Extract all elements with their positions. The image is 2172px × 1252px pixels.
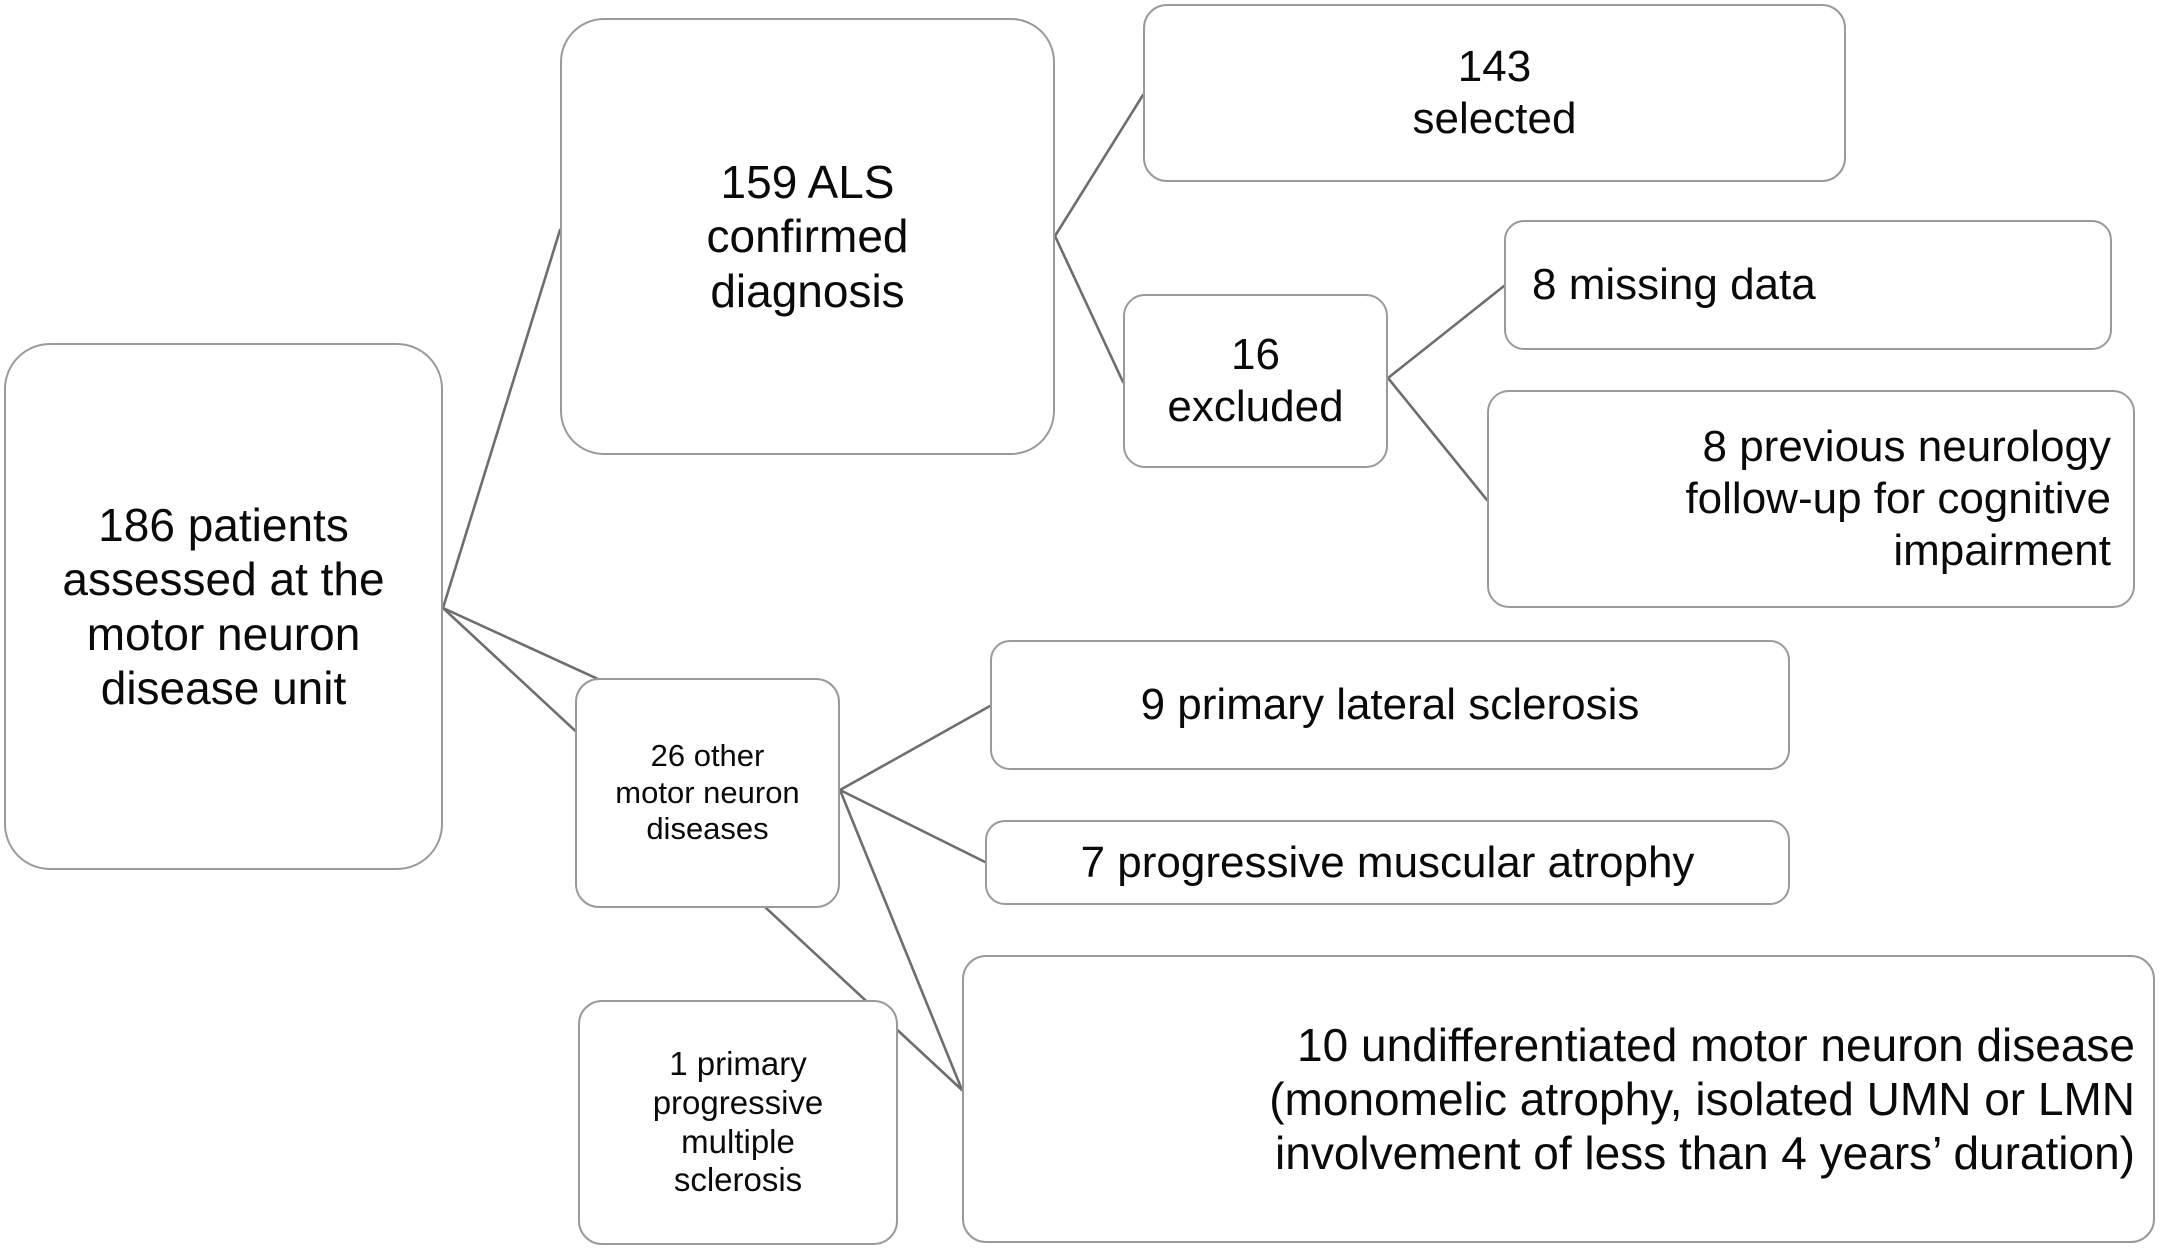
- edge-excluded-to-missing: [1386, 284, 1506, 380]
- node-undifferentiated-motor-neuron-disease[interactable]: 10 undifferentiated motor neuron disease…: [962, 955, 2155, 1243]
- node-progressive-muscular-atrophy-label: 7 progressive muscular atrophy: [1080, 837, 1695, 887]
- node-excluded[interactable]: 16 excluded: [1123, 294, 1388, 468]
- node-primary-lateral-sclerosis[interactable]: 9 primary lateral sclerosis: [990, 640, 1790, 770]
- node-missing-data-label: 8 missing data: [1532, 260, 1816, 310]
- node-progressive-muscular-atrophy[interactable]: 7 progressive muscular atrophy: [985, 820, 1790, 905]
- edge-other-to-pls: [838, 704, 992, 792]
- node-selected[interactable]: 143 selected: [1143, 4, 1846, 182]
- edge-als-to-excluded: [1053, 234, 1125, 384]
- node-primary-progressive-multiple-sclerosis-label: 1 primary progressive multiple sclerosis: [652, 1044, 824, 1199]
- node-missing-data[interactable]: 8 missing data: [1504, 220, 2112, 350]
- node-previous-neurology-followup-label: 8 previous neurology follow-up for cogni…: [1685, 422, 2111, 575]
- edge-other-to-pma: [838, 788, 987, 864]
- node-root-label: 186 patients assessed at the motor neuro…: [62, 498, 385, 714]
- node-excluded-label: 16 excluded: [1167, 330, 1344, 431]
- node-undifferentiated-motor-neuron-disease-label: 10 undifferentiated motor neuron disease…: [1269, 1018, 2135, 1180]
- edge-excluded-to-neuro: [1386, 376, 1489, 502]
- node-primary-lateral-sclerosis-label: 9 primary lateral sclerosis: [1140, 680, 1640, 730]
- node-als-confirmed[interactable]: 159 ALS confirmed diagnosis: [560, 18, 1055, 455]
- node-root-cohort[interactable]: 186 patients assessed at the motor neuro…: [4, 343, 443, 870]
- node-other-motor-neuron-diseases[interactable]: 26 other motor neuron diseases: [575, 678, 840, 908]
- node-primary-progressive-multiple-sclerosis[interactable]: 1 primary progressive multiple sclerosis: [578, 1000, 898, 1245]
- node-selected-label: 143 selected: [1412, 42, 1577, 143]
- node-other-motor-neuron-diseases-label: 26 other motor neuron diseases: [615, 738, 800, 847]
- edge-root-to-als: [441, 228, 562, 610]
- edge-als-to-selected: [1053, 93, 1145, 238]
- node-previous-neurology-followup[interactable]: 8 previous neurology follow-up for cogni…: [1487, 390, 2135, 608]
- node-als-label: 159 ALS confirmed diagnosis: [706, 156, 909, 317]
